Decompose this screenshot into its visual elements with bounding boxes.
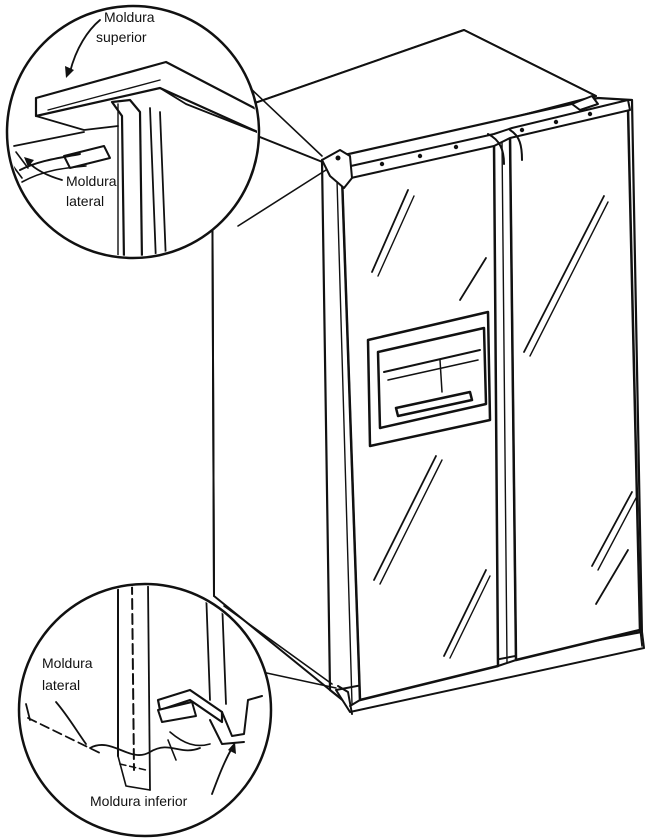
top-hinge — [321, 149, 353, 189]
callout-leaders — [223, 85, 337, 689]
door-reflections — [371, 189, 637, 659]
side-molding-arrow-bottom — [55, 701, 87, 745]
top-molding-arrow — [69, 19, 101, 73]
label-moldura-lateral-top-line1: Moldura — [66, 173, 117, 189]
label-moldura-superior-line2: superior — [96, 29, 147, 45]
bottom-molding-arrow — [211, 747, 233, 795]
bottom-trim-callout: Moldura lateral Moldura inferior — [17, 582, 273, 838]
label-moldura-lateral-top-line2: lateral — [66, 193, 104, 209]
top-trim-callout: Moldura superior Moldura lateral — [5, 4, 261, 260]
label-moldura-lateral-bottom-line1: Moldura — [42, 655, 93, 671]
label-moldura-lateral-bottom-line2: lateral — [42, 677, 80, 693]
fresh-food-door — [508, 106, 642, 662]
side-molding-part-top — [110, 98, 144, 256]
cabinet-top — [211, 29, 597, 166]
label-moldura-superior-line1: Moldura — [104, 9, 155, 25]
label-moldura-inferior: Moldura inferior — [90, 793, 188, 809]
refrigerator — [211, 29, 645, 715]
water-ice-dispenser — [366, 310, 492, 448]
